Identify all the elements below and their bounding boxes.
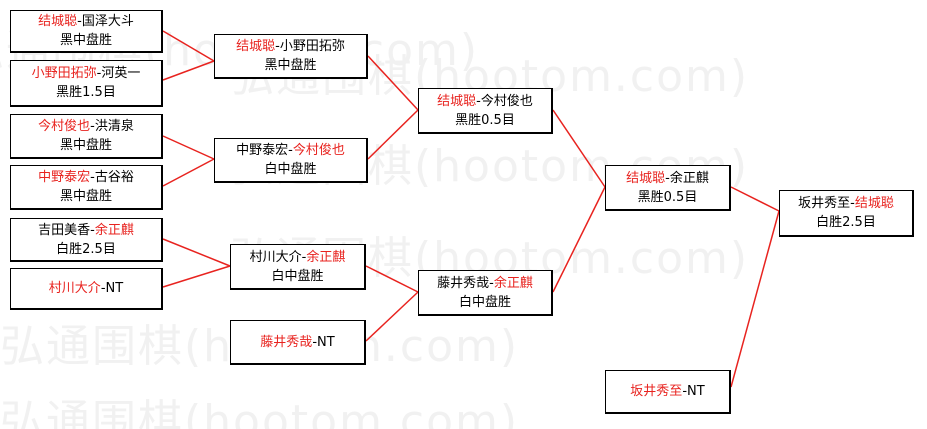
player-name: 村川大介 [249, 249, 302, 265]
connector-line [367, 109, 419, 160]
match-result: 黑中盘胜 [264, 58, 317, 73]
player-name: 坂井秀至 [630, 384, 683, 399]
match-r3-2: 藤井秀哉-余正麒 白中盘胜 [418, 270, 553, 316]
match-r1-6: 村川大介-NT [10, 268, 163, 310]
player-name: NT [105, 281, 124, 296]
separator: - [90, 222, 95, 238]
match-result: 黑胜0.5目 [637, 189, 698, 205]
player-name: 中野泰宏 [38, 170, 91, 185]
player-name: 小野田拓弥 [31, 66, 97, 81]
player-name: 余正麒 [493, 275, 533, 291]
player-name: 结城聪 [38, 14, 78, 29]
match-r4-2: 坂井秀至-NT [605, 370, 731, 414]
connector-line [162, 238, 231, 267]
separator: - [288, 143, 293, 158]
match-result: 黑中盘胜 [59, 138, 112, 153]
connector-line [730, 210, 780, 388]
match-result: 白胜2.5目 [816, 215, 876, 230]
match-result: 黑中盘胜 [59, 189, 112, 204]
player-name: 古谷裕 [94, 170, 134, 185]
connector-line [365, 291, 419, 342]
separator: - [275, 39, 280, 54]
match-result: 白胜2.5目 [56, 241, 116, 257]
match-result: 白中盘胜 [271, 268, 324, 284]
player-name: 村川大介 [48, 281, 101, 296]
match-r2-4: 藤井秀哉-NT [230, 320, 366, 365]
match-r3-1: 结城聪-今村俊也 黑胜0.5目 [418, 88, 553, 134]
player-name: 结城聪 [854, 196, 894, 211]
connector-line [162, 265, 231, 288]
separator: - [476, 93, 481, 109]
separator: - [312, 334, 318, 350]
connector-line [552, 109, 606, 188]
player-name: 藤井秀哉 [437, 275, 490, 291]
player-name: 吉田美香 [38, 222, 91, 238]
separator: - [96, 66, 102, 81]
connector-line [367, 55, 419, 111]
player-name: NT [317, 334, 335, 350]
connector-line [730, 186, 780, 212]
player-name: 河英一 [101, 66, 141, 81]
match-r2-2: 中野泰宏-今村俊也 白中盘胜 [214, 138, 368, 183]
match-r1-4: 中野泰宏-古谷裕 黑中盘胜 [10, 165, 163, 210]
separator: - [665, 170, 670, 186]
player-name: 余正麒 [669, 170, 709, 186]
player-name: 坂井秀至 [798, 196, 851, 211]
connector-line [162, 135, 215, 160]
connector-line [162, 60, 215, 81]
match-result: 黑胜0.5目 [455, 112, 515, 128]
player-name: 结城聪 [626, 170, 666, 186]
separator: - [301, 249, 307, 265]
match-r4-1: 结城聪-余正麒 黑胜0.5目 [605, 165, 731, 211]
separator: - [489, 275, 494, 291]
match-r1-3: 今村俊也-洪清泉 黑中盘胜 [10, 114, 163, 159]
player-name: 洪清泉 [94, 119, 134, 134]
player-name: 国泽大斗 [81, 14, 134, 29]
match-r2-1: 结城聪-小野田拓弥 黑中盘胜 [214, 34, 368, 79]
separator: - [100, 281, 106, 296]
separator: - [90, 170, 95, 185]
player-name: 结城聪 [236, 39, 276, 54]
separator: - [90, 119, 95, 134]
match-r1-5: 吉田美香-余正麒 白胜2.5目 [10, 218, 163, 262]
match-r1-2: 小野田拓弥-河英一 黑胜1.5目 [10, 60, 163, 107]
player-name: 今村俊也 [480, 93, 533, 109]
player-name: 藤井秀哉 [260, 334, 313, 350]
player-name: 余正麒 [94, 222, 134, 238]
player-name: 小野田拓弥 [279, 39, 345, 54]
connector-line [162, 158, 215, 187]
match-final: 坂井秀至-结城聪 白胜2.5目 [779, 190, 914, 237]
connector-line [552, 186, 606, 293]
player-name: 今村俊也 [38, 119, 91, 134]
match-r2-3: 村川大介-余正麒 白中盘胜 [230, 244, 366, 290]
player-name: NT [687, 384, 705, 399]
connector-line [365, 265, 419, 293]
connector-line [162, 30, 215, 62]
match-result: 黑中盘胜 [59, 33, 112, 48]
separator: - [77, 14, 82, 29]
match-result: 白中盘胜 [264, 162, 317, 177]
player-name: 结城聪 [437, 93, 477, 109]
player-name: 今村俊也 [292, 143, 345, 158]
player-name: 余正麒 [306, 249, 346, 265]
match-r1-1: 结城聪-国泽大斗 黑中盘胜 [10, 10, 163, 53]
player-name: 中野泰宏 [236, 143, 289, 158]
match-result: 黑胜1.5目 [56, 85, 116, 100]
separator: - [682, 384, 688, 399]
separator: - [850, 196, 855, 211]
match-result: 白中盘胜 [458, 294, 511, 310]
